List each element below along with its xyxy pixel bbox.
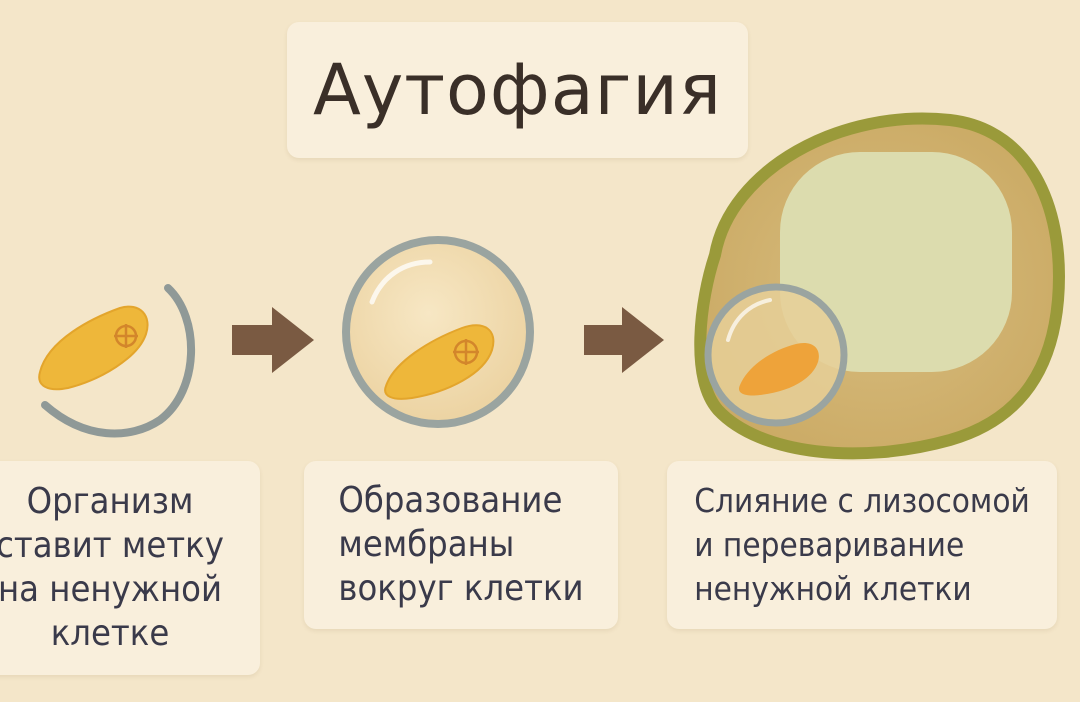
step2-caption: Образование мембраны вокруг клетки [338,480,584,609]
step1-target-mark-icon [114,324,138,348]
step3-caption-panel: Слияние с лизосомой и переваривание нену… [667,461,1057,629]
step2-bubble-highlight [369,259,433,305]
step1-caption-panel: Организм ставит метку на ненужной клетке [0,461,260,675]
step2-caption-panel: Образование мембраны вокруг клетки [304,461,618,629]
arrow-icon-2 [584,307,664,373]
step2-membrane-bubble [342,236,534,428]
step1-illustration [38,284,196,438]
step2-illustration [342,236,534,428]
page-title: Аутофагия [312,49,723,131]
arrow-icon-1 [232,307,314,373]
step1-cargo-cell [38,305,149,391]
lysosome-inner-vacuole [780,152,1012,372]
step2-target-mark-icon [453,339,479,365]
step3-caption: Слияние с лизосомой и переваривание нену… [694,481,1030,608]
step1-forming-membrane [41,284,196,438]
step3-digesting-cargo [738,342,819,396]
title-panel: Аутофагия [287,22,748,158]
step1-caption: Организм ставит метку на ненужной клетке [0,481,224,654]
step3-illustration [694,112,1065,460]
step3-bubble-highlight [726,298,772,342]
